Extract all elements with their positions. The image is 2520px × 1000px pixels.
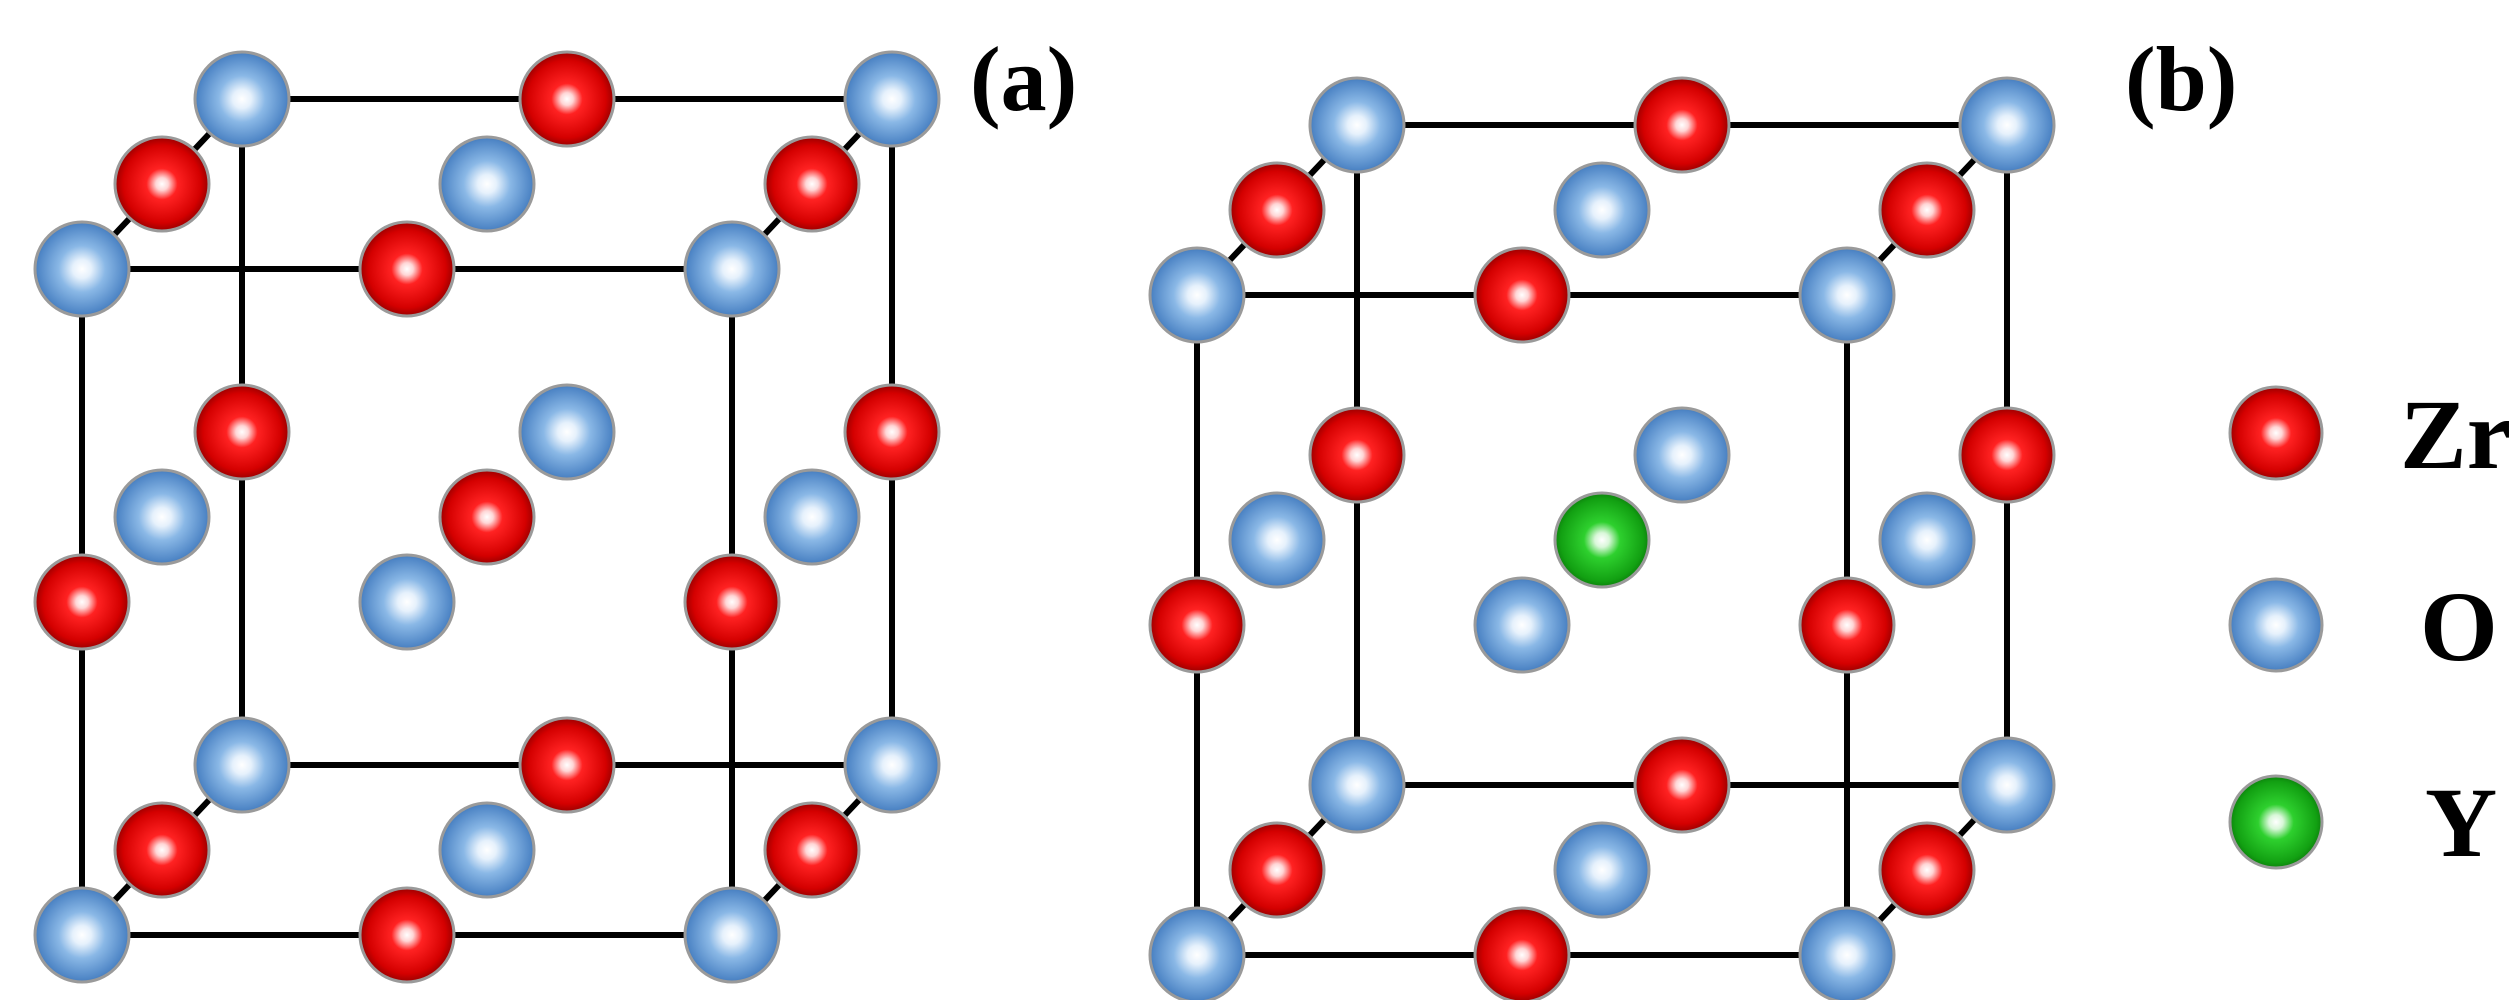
legend: Zr O Y — [2228, 379, 2511, 878]
o-atom — [1308, 736, 1406, 834]
zr-atom — [358, 886, 456, 984]
o-atom — [1228, 491, 1326, 589]
zr-atom — [358, 220, 456, 318]
o-atom — [438, 801, 536, 899]
legend-zr-label: Zr — [2400, 379, 2511, 490]
legend-zr-atom-icon — [2228, 385, 2324, 481]
zr-atom — [1148, 576, 1246, 674]
zr-atom — [1633, 76, 1731, 174]
panel-b-structure — [1148, 76, 2056, 1000]
o-atom — [1958, 76, 2056, 174]
zr-atom — [1878, 821, 1976, 919]
zr-atom — [843, 383, 941, 481]
o-atom — [33, 220, 131, 318]
o-atom — [113, 468, 211, 566]
zr-atom — [1878, 161, 1976, 259]
o-atom — [358, 553, 456, 651]
y-atom — [1553, 491, 1651, 589]
o-atom — [1633, 406, 1731, 504]
o-atom — [193, 50, 291, 148]
zr-atom — [193, 383, 291, 481]
o-atom — [1308, 76, 1406, 174]
panel-a-structure — [33, 50, 941, 984]
o-atom — [1148, 246, 1246, 344]
legend-item-o: O — [2228, 571, 2498, 682]
zr-atom — [113, 135, 211, 233]
o-atom — [438, 135, 536, 233]
panel-a-label: (a) — [970, 28, 1077, 130]
zr-atom — [518, 50, 616, 148]
o-atom — [1148, 906, 1246, 1000]
o-atom — [683, 220, 781, 318]
zr-atom — [113, 801, 211, 899]
legend-y-atom-icon — [2228, 774, 2324, 870]
o-atom — [193, 716, 291, 814]
zr-atom — [763, 801, 861, 899]
zr-atom — [1308, 406, 1406, 504]
o-atom — [843, 716, 941, 814]
legend-item-y: Y — [2228, 767, 2497, 878]
o-atom — [1878, 491, 1976, 589]
zr-atom — [1228, 161, 1326, 259]
legend-item-zr: Zr — [2228, 379, 2511, 490]
o-atom — [763, 468, 861, 566]
zr-atom — [33, 553, 131, 651]
zr-atom — [1473, 906, 1571, 1000]
o-atom — [33, 886, 131, 984]
o-atom — [1958, 736, 2056, 834]
o-atom — [1553, 161, 1651, 259]
o-atom — [1473, 576, 1571, 674]
zr-atom — [438, 468, 536, 566]
o-atom — [518, 383, 616, 481]
zr-atom — [763, 135, 861, 233]
o-atom — [1798, 246, 1896, 344]
zr-atom — [1633, 736, 1731, 834]
zr-atom — [1958, 406, 2056, 504]
zr-atom — [1798, 576, 1896, 674]
o-atom — [683, 886, 781, 984]
legend-y-label: Y — [2425, 767, 2497, 878]
legend-o-label: O — [2420, 571, 2498, 682]
zr-atom — [1473, 246, 1571, 344]
o-atom — [1553, 821, 1651, 919]
panel-b-label: (b) — [2125, 28, 2237, 130]
zr-atom — [683, 553, 781, 651]
o-atom — [843, 50, 941, 148]
o-atom — [1798, 906, 1896, 1000]
zr-atom — [1228, 821, 1326, 919]
legend-o-atom-icon — [2228, 577, 2324, 673]
zr-atom — [518, 716, 616, 814]
